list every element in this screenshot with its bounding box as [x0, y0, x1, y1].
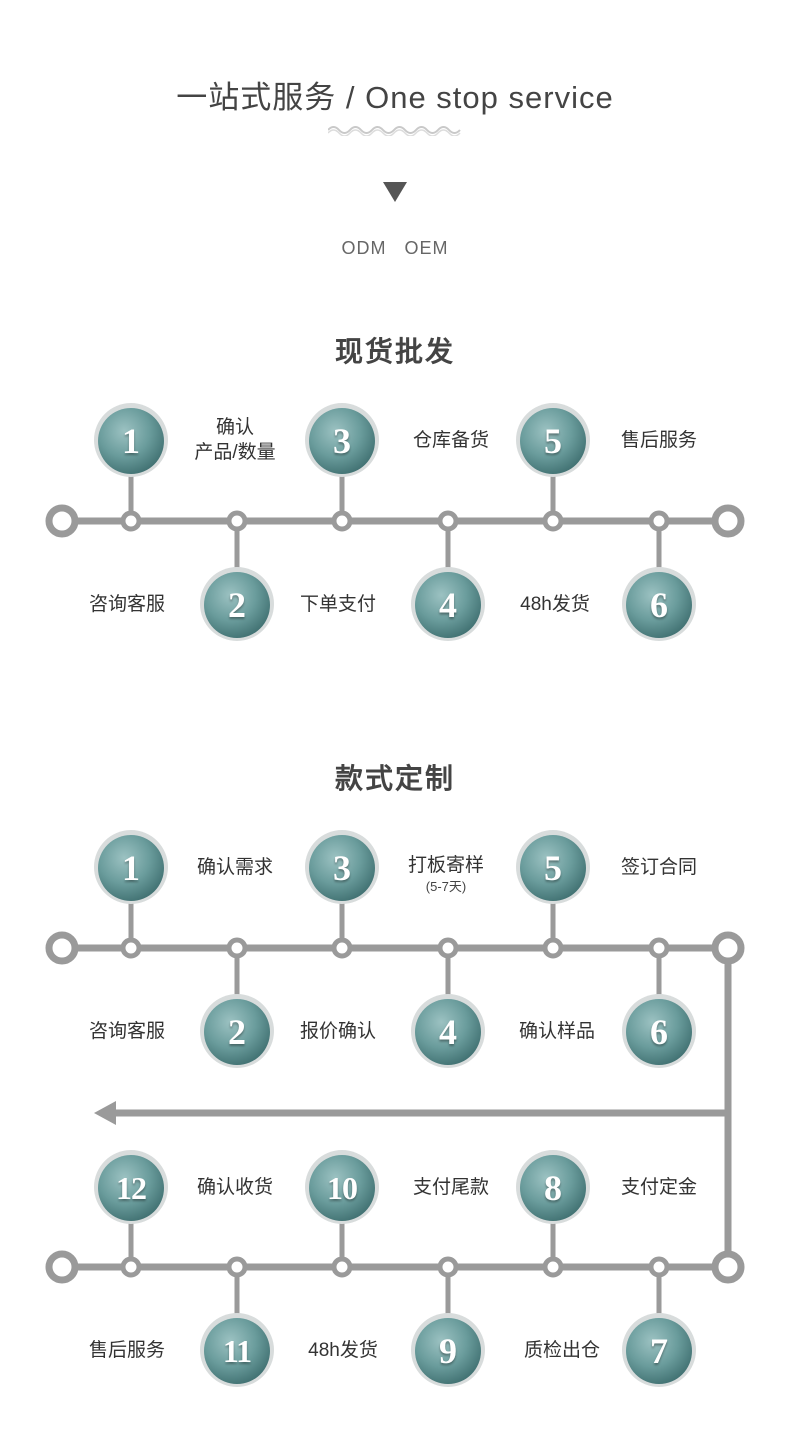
step-label: 打板寄样(5-7天)	[407, 854, 484, 894]
step-number: 6	[650, 585, 668, 625]
custom-row2-start-cap	[45, 1250, 79, 1284]
step-badge	[309, 1155, 375, 1221]
step-label: 报价确认	[299, 1020, 376, 1042]
step-badge	[309, 408, 375, 474]
step-badge	[626, 572, 692, 638]
step-label: 售后服务	[620, 429, 697, 451]
step-badge	[98, 835, 164, 901]
step-label: 下单支付	[299, 593, 376, 615]
step-badge	[98, 1155, 164, 1221]
step-number: 8	[544, 1168, 562, 1208]
step-number: 4	[439, 585, 457, 625]
step-badge	[204, 999, 270, 1065]
step-label: 支付定金	[620, 1176, 697, 1198]
custom-flow-diagram	[45, 830, 745, 1387]
triangle-down-icon	[383, 182, 407, 202]
custom-row1-node-5	[542, 937, 564, 959]
custom-row1-node-3	[331, 937, 353, 959]
wholesale-node-1	[120, 510, 142, 532]
custom-row2-node-5	[542, 1256, 564, 1278]
custom-row2-node-2	[226, 1256, 248, 1278]
page-title: 一站式服务 / One stop service	[176, 80, 614, 115]
step-number: 5	[544, 848, 562, 888]
step-label: 确认收货	[196, 1176, 273, 1198]
wholesale-end-cap	[711, 504, 745, 538]
step-badge	[204, 1318, 270, 1384]
custom-row1-start-cap	[45, 931, 79, 965]
step-label: 咨询客服	[88, 593, 165, 615]
step-badge	[415, 1318, 481, 1384]
arrow-left-icon	[94, 1101, 116, 1125]
custom-row2-end-cap	[711, 1250, 745, 1284]
step-badge	[520, 408, 586, 474]
custom-row1-end-cap	[711, 931, 745, 965]
step-label: 仓库备货	[412, 429, 489, 451]
wholesale-node-3	[331, 510, 353, 532]
step-badge	[309, 835, 375, 901]
step-number: 6	[650, 1012, 668, 1052]
step-badge	[626, 1318, 692, 1384]
custom-row1-node-2	[226, 937, 248, 959]
step-number: 7	[650, 1331, 668, 1371]
step-badge	[415, 572, 481, 638]
step-number: 10	[327, 1170, 358, 1206]
step-number: 4	[439, 1012, 457, 1052]
custom-row2-node-3	[331, 1256, 353, 1278]
custom-row1-node-4	[437, 937, 459, 959]
step-label: 确认产品/数量	[194, 417, 276, 463]
custom-row2-node-4	[437, 1256, 459, 1278]
step-label: 48h发货	[308, 1339, 378, 1361]
wholesale-node-4	[437, 510, 459, 532]
step-label: 咨询客服	[88, 1020, 165, 1042]
wholesale-node-6	[648, 510, 670, 532]
step-label: 确认需求	[196, 856, 273, 878]
wholesale-node-5	[542, 510, 564, 532]
service-types: ODM OEM	[341, 238, 449, 258]
step-label: 售后服务	[88, 1339, 165, 1361]
step-badge	[204, 572, 270, 638]
wholesale-start-cap	[45, 504, 79, 538]
wholesale-node-2	[226, 510, 248, 532]
step-badge	[626, 999, 692, 1065]
step-label: 支付尾款	[412, 1176, 489, 1198]
step-number: 2	[228, 585, 246, 625]
step-badge	[415, 999, 481, 1065]
step-number: 2	[228, 1012, 246, 1052]
step-label: 48h发货	[520, 593, 590, 615]
step-number: 3	[333, 848, 351, 888]
step-badge	[520, 835, 586, 901]
step-label: 签订合同	[620, 856, 697, 878]
custom-row1-node-1	[120, 937, 142, 959]
step-badge	[520, 1155, 586, 1221]
step-number: 3	[333, 421, 351, 461]
step-badge	[98, 408, 164, 474]
custom-row2-node-6	[648, 1256, 670, 1278]
wholesale-flow-diagram	[45, 403, 745, 641]
step-number: 1	[122, 848, 140, 888]
section-title-wholesale: 现货批发	[334, 336, 455, 367]
wave-divider	[328, 126, 461, 136]
custom-row1-node-6	[648, 937, 670, 959]
custom-row2-node-1	[120, 1256, 142, 1278]
step-number: 12	[116, 1170, 147, 1206]
step-number: 1	[122, 421, 140, 461]
step-label: 质检出仓	[523, 1339, 600, 1361]
section-title-custom: 款式定制	[334, 763, 455, 794]
step-label: 确认样品	[518, 1020, 595, 1042]
step-number: 9	[439, 1331, 457, 1371]
step-number: 5	[544, 421, 562, 461]
step-number: 11	[222, 1333, 252, 1369]
